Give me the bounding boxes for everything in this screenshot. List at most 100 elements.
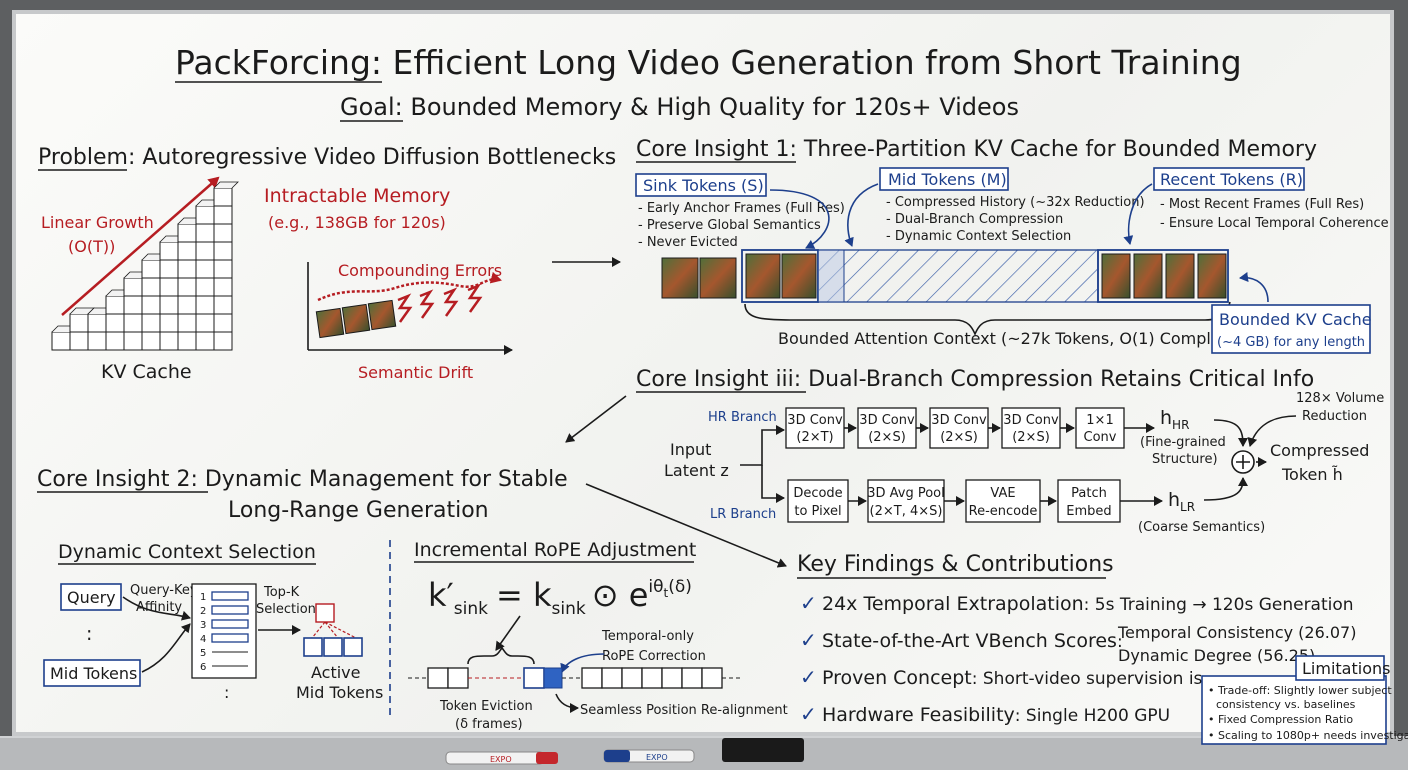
limitation-3: • Scaling to 1080p+ needs investigation xyxy=(1208,729,1408,742)
finding-4-rest: : Single H200 GPU xyxy=(1015,706,1170,726)
problem-label: Problem xyxy=(38,145,128,170)
kv-cache-block xyxy=(213,187,233,207)
hr-box-2-line2: (2×S) xyxy=(868,430,906,445)
active-token-3 xyxy=(343,637,363,657)
kv-cache-strip xyxy=(661,249,1229,303)
hr-box-3 xyxy=(929,407,989,449)
red-marker[interactable]: EXPO xyxy=(445,751,558,765)
rope-correction-line1: Temporal-only xyxy=(601,629,694,644)
limitations-title: Limitations xyxy=(1302,659,1390,678)
strip-token xyxy=(661,667,683,689)
finding-check-icon: ✓ xyxy=(800,591,817,615)
hr-box-5-line2: Conv xyxy=(1084,430,1117,445)
hr-branch-label: HR Branch xyxy=(708,410,777,425)
realigned-token-highlight xyxy=(543,667,563,689)
finding-4: Hardware Feasibility: Single H200 GPU xyxy=(822,704,1170,726)
bounded-cache-arrow xyxy=(1239,272,1269,303)
kv-cache-block xyxy=(195,295,215,315)
kv-cache-block xyxy=(141,313,161,333)
lr-branch-label: LR Branch xyxy=(710,507,776,522)
marker-tray xyxy=(0,736,1408,770)
insight1-label: Core Insight 1 xyxy=(636,137,789,162)
kv-cache-block xyxy=(213,241,233,261)
h-lr-subscript: LR xyxy=(1180,500,1195,514)
input-latent-line1: Input xyxy=(670,440,711,459)
volume-reduction-arrow xyxy=(1247,415,1297,447)
kv-cache-block xyxy=(177,259,197,279)
red-marker-cap xyxy=(536,752,558,764)
insight1-text: : Three-Partition KV Cache for Bounded M… xyxy=(789,137,1317,162)
kv-cache-block xyxy=(195,241,215,261)
hr-box-2 xyxy=(857,407,917,449)
finding-2-bold: State-of-the-Art VBench Scores xyxy=(822,630,1117,652)
kv-cache-block xyxy=(195,205,215,225)
problem-heading: Problem: Autoregressive Video Diffusion … xyxy=(38,145,616,170)
kv-cache-block xyxy=(213,313,233,333)
kv-cache-block xyxy=(195,313,215,333)
lr-box-3-line1: VAE xyxy=(990,486,1015,501)
drift-frame-3 xyxy=(367,299,397,331)
topk-line1: Top-K xyxy=(263,585,300,600)
attention-context-label: Bounded Attention Context (~27k Tokens, … xyxy=(778,329,1256,348)
kv-cache-block xyxy=(177,331,197,351)
mid-tokens-input-box xyxy=(43,659,141,687)
eq-lhs-subscript: sink xyxy=(454,599,488,619)
dcs-title: Dynamic Context Selection xyxy=(58,541,316,563)
kv-cache-block xyxy=(213,277,233,297)
finding-check-icon: ✓ xyxy=(800,665,817,689)
compounding-errors-label: Compounding Errors xyxy=(338,261,502,280)
error-trend-arrow xyxy=(317,271,502,302)
query-label: Query xyxy=(67,588,116,607)
kv-cache-block xyxy=(195,277,215,297)
rank-number: 2 xyxy=(200,606,206,617)
blue-marker-label: EXPO xyxy=(646,753,668,762)
query-box xyxy=(60,583,122,611)
recent-item-2: - Ensure Local Temporal Coherence xyxy=(1160,216,1389,231)
hr-box-3-line2: (2×S) xyxy=(940,430,978,445)
rope-equation: k′sink= ksink⊙ eiθt(δ) xyxy=(428,576,692,619)
kv-cache-block xyxy=(123,277,143,297)
strip-token xyxy=(681,667,703,689)
kv-cache-block xyxy=(51,331,71,351)
drift-scribbles xyxy=(397,283,483,323)
kv-cache-block xyxy=(159,313,179,333)
blue-marker-cap xyxy=(604,750,630,762)
lr-box-2-line2: (2×T, 4×S) xyxy=(870,504,943,519)
mid-tokens-title: Mid Tokens (M) xyxy=(888,170,1007,189)
strip-token xyxy=(621,667,643,689)
kv-cache-block xyxy=(213,259,233,279)
finding-1-rest: : 5s Training → 120s Generation xyxy=(1084,595,1354,615)
bounded-kv-cache-box xyxy=(1211,304,1371,354)
blue-marker[interactable]: EXPO xyxy=(603,749,695,763)
finding-2-rest: : xyxy=(1117,632,1123,652)
eraser[interactable] xyxy=(722,738,804,762)
eviction-line2: (δ frames) xyxy=(455,717,523,732)
kv-cache-block xyxy=(123,331,143,351)
realign-arrow xyxy=(555,693,579,713)
mid-token-seam xyxy=(817,249,845,303)
kv-cache-block xyxy=(141,277,161,297)
problem-text: : Autoregressive Video Diffusion Bottlen… xyxy=(128,145,616,170)
recent-frame xyxy=(1165,253,1195,299)
drift-frame-1 xyxy=(315,307,345,339)
kv-cache-block xyxy=(159,331,179,351)
kv-cache-block xyxy=(159,259,179,279)
limitation-1: • Trade-off: Slightly lower subject xyxy=(1208,684,1392,697)
volume-reduction-line1: 128× Volume xyxy=(1296,391,1384,406)
drift-frames xyxy=(315,271,502,339)
realign-label: Seamless Position Re-alignment xyxy=(580,703,788,718)
sink-tokens-box xyxy=(635,173,767,197)
finding-check-icon: ✓ xyxy=(800,628,817,652)
kv-cache-block xyxy=(177,277,197,297)
compressed-token-line1: Compressed xyxy=(1270,441,1369,460)
finding-3-rest: : Short-video supervision is xyxy=(972,669,1203,689)
hhr-to-sum-arrow xyxy=(1213,419,1248,447)
title-main: PackForcing xyxy=(175,43,371,82)
lr-box-3-line2: Re-encode xyxy=(969,504,1038,519)
eq-exponent: iθ xyxy=(648,577,663,597)
goal-label: Goal xyxy=(340,93,395,121)
kv-cache-block xyxy=(87,313,107,333)
rank-bar-selected xyxy=(211,633,249,643)
red-marker-label: EXPO xyxy=(490,755,512,764)
